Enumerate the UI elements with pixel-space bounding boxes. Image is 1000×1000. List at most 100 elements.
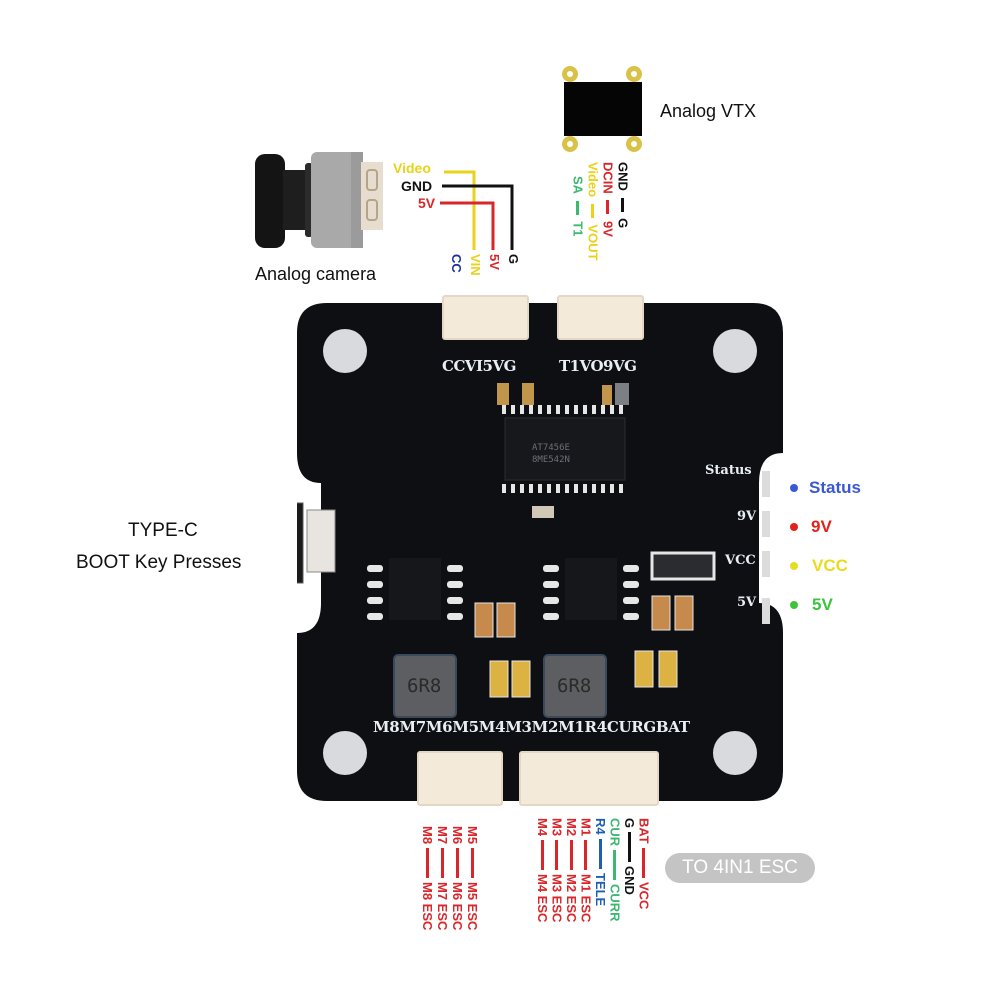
esc-right-col-source: R4 — [593, 818, 608, 835]
esc-right-col-m4: M4 M4 ESC — [535, 818, 550, 923]
esc-right-col-source: CUR — [607, 818, 623, 847]
esc-left-col-target: M5 ESC — [465, 882, 480, 931]
led-silk-9v: 9V — [737, 509, 757, 524]
esc-right-col-wire-bar — [598, 838, 602, 869]
vtx-connector-silkscreen: T1VO9VG — [559, 357, 637, 375]
analog-camera-label: Analog camera — [255, 264, 377, 284]
esc-right-col-target: M1 ESC — [578, 874, 594, 923]
vtx-pin-sa-bar — [576, 200, 579, 215]
chip-marking-line1: AT7456E — [532, 443, 570, 453]
esc-right-col-wire-bar — [540, 840, 544, 871]
camera-connector-silkscreen: CCVI5VG — [442, 357, 516, 375]
inductor-marking-right: 6R8 — [557, 675, 592, 697]
esc-right-col-source: BAT — [636, 818, 652, 844]
esc-left-col-m7: M7 M7 ESC — [435, 826, 450, 931]
camera-wire-video-label: Video — [393, 160, 431, 176]
esc-right-col-source: M4 — [535, 818, 550, 837]
camera-wires — [440, 170, 514, 250]
esc-right-col-wire-bar — [584, 840, 587, 871]
esc-right-col-source: M2 — [564, 818, 579, 837]
vtx-pin-video-source: Video — [585, 162, 601, 198]
esc-right-col-source: M1 — [578, 818, 594, 837]
vtx-pin-gnd-target: G — [615, 218, 631, 229]
esc-left-col-wire-bar — [440, 848, 444, 879]
vtx-pin-video: Video VOUT — [585, 162, 601, 261]
esc-right-col-source: M3 — [549, 818, 565, 837]
5v-led-label: 5V — [812, 595, 833, 614]
esc-left-col-wire-bar — [470, 848, 474, 879]
camera-wire-5v-label: 5V — [418, 195, 436, 211]
vtx-pin-video-bar — [591, 203, 594, 218]
vcc-led-label: VCC — [812, 556, 848, 575]
esc-left-col-target: M8 ESC — [420, 882, 435, 931]
esc-right-col-m3: M3 M3 ESC — [549, 818, 565, 923]
led-silk-5v: 5V — [737, 595, 757, 610]
vtx-pin-video-target: VOUT — [585, 224, 601, 261]
esc-right-col-m2: M2 M2 ESC — [564, 818, 579, 923]
esc-right-col-target: TELE — [593, 872, 608, 906]
motor-5-8-connector — [417, 751, 503, 806]
vtx-pin-dcin-source: DCIN — [600, 162, 616, 194]
esc-left-col-wire-bar — [455, 848, 459, 879]
vtx-pin-gnd: GND G — [615, 162, 631, 228]
analog-vtx-image — [556, 62, 646, 154]
9v-led-label: 9V — [811, 517, 832, 536]
esc-right-col-target: M3 ESC — [549, 874, 565, 923]
esc-left-col-source: M5 — [465, 826, 480, 845]
esc-left-col-wire-bar — [425, 848, 429, 879]
esc-left-col-source: M7 — [435, 826, 450, 845]
camera-pin-cc: CC — [449, 254, 464, 273]
esc-connector-silkscreen: M8M7M6M5M4M3M2M1R4CURGBAT — [373, 718, 690, 736]
esc-right-col-target: M2 ESC — [564, 874, 579, 923]
vtx-pin-dcin-target: 9V — [600, 221, 616, 237]
vtx-pin-gnd-source: GND — [615, 162, 631, 191]
status-led-label: Status — [809, 478, 861, 497]
boot-key-label: BOOT Key Presses — [76, 552, 242, 573]
led-silk-vcc: VCC — [725, 553, 756, 568]
camera-wire-gnd-label: GND — [401, 178, 433, 194]
esc-right-col-wire-bar — [555, 840, 558, 871]
5v-led-dot — [790, 601, 798, 609]
to-4in1-esc-badge: TO 4IN1 ESC — [665, 853, 815, 883]
type-c-label: TYPE-C — [128, 520, 198, 541]
esc-left-col-m5: M5 M5 ESC — [465, 826, 480, 931]
esc-left-col-m8: M8 M8 ESC — [420, 826, 435, 931]
flight-controller-board: AT7456E 8ME542N 6R8 6R8 CCVI5VG T1VO9VG … — [297, 295, 783, 806]
esc-left-col-source: M8 — [420, 826, 435, 845]
status-led-dot — [790, 484, 798, 492]
esc-right-col-target: VCC — [636, 881, 652, 910]
vtx-pin-gnd-bar — [621, 197, 624, 212]
camera-pin-vin: VIN — [468, 254, 483, 276]
esc-right-col-wire-bar — [569, 840, 573, 871]
vcc-led-dot — [790, 562, 798, 570]
vtx-pin-sa-source: SA — [570, 176, 586, 195]
vtx-pin-dcin-bar — [606, 200, 609, 215]
esc-left-col-m6: M6 M6 ESC — [450, 826, 465, 931]
esc-right-col-bat: BAT VCC — [636, 818, 652, 910]
analog-vtx-label: Analog VTX — [660, 101, 757, 121]
esc-right-col-target: GND — [622, 866, 637, 896]
esc-right-col-target: M4 ESC — [535, 874, 550, 923]
esc-left-col-target: M6 ESC — [450, 882, 465, 931]
esc-right-col-wire-bar — [642, 847, 645, 878]
9v-led-dot — [790, 523, 798, 531]
led-silk-status: Status — [705, 463, 752, 478]
analog-camera-image — [255, 148, 385, 253]
esc-left-col-source: M6 — [450, 826, 465, 845]
chip-marking-line2: 8ME542N — [532, 455, 570, 465]
inductor-marking-left: 6R8 — [407, 675, 442, 697]
esc-right-col-wire-bar — [627, 832, 631, 863]
vtx-pin-sa: SA T1 — [570, 176, 586, 236]
camera-wire-5v — [440, 201, 495, 250]
esc-left-col-target: M7 ESC — [435, 882, 450, 931]
camera-pin-5v: 5V — [487, 254, 502, 270]
camera-connector — [442, 295, 529, 340]
esc-right-col-m1: M1 M1 ESC — [578, 818, 594, 923]
camera-wire-video — [444, 170, 476, 250]
vtx-pin-dcin: DCIN 9V — [600, 162, 616, 237]
vtx-connector — [557, 295, 644, 340]
esc-main-connector — [519, 751, 659, 806]
